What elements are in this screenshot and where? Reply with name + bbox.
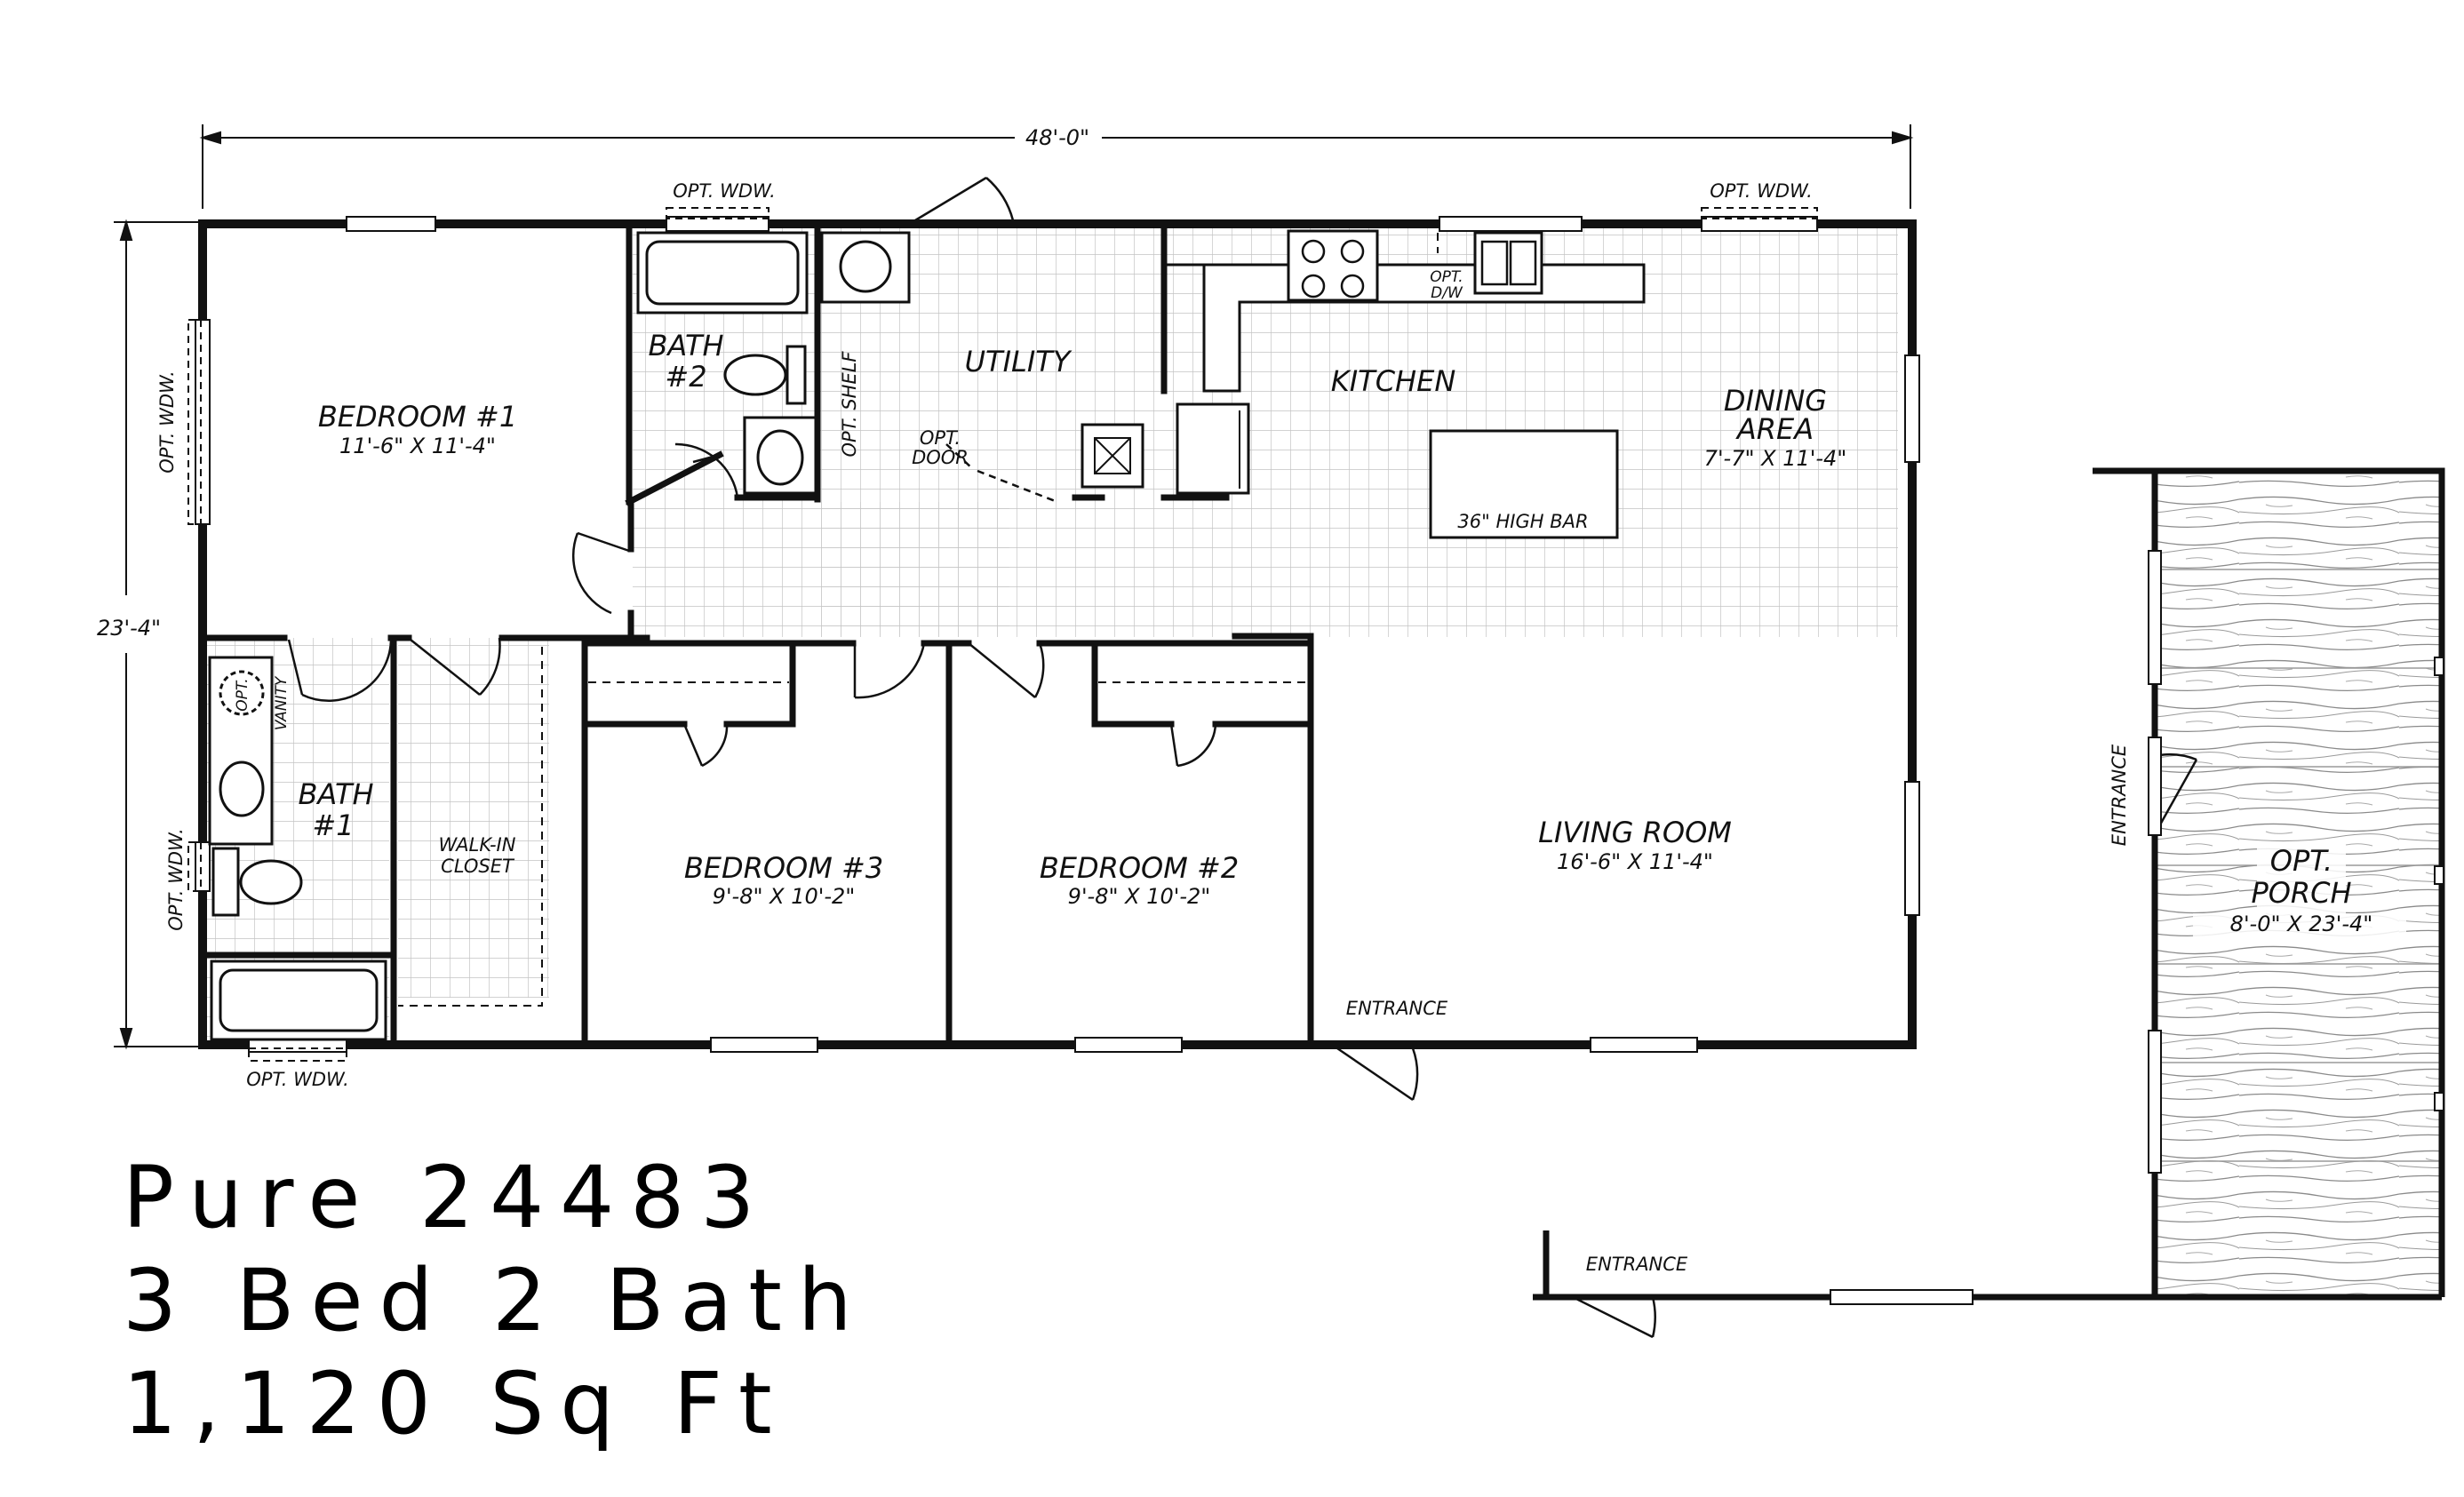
opt-dw-label-2: D/W xyxy=(1431,284,1463,302)
opt-dw-label-1: OPT. xyxy=(1430,268,1463,286)
high-bar-label: 36" HIGH BAR xyxy=(1457,511,1588,532)
windows xyxy=(195,216,1920,1053)
closet-name2: CLOSET xyxy=(441,856,515,877)
bath1-num: #1 xyxy=(312,808,354,842)
opt-wdw-label-left1: OPT. WDW. xyxy=(156,370,178,474)
porch-label: OPT. PORCH 8'-0" X 23'-4" xyxy=(2193,842,2406,944)
dimension-lines xyxy=(114,124,1914,1050)
porch-name2: PORCH xyxy=(2251,876,2351,910)
entrance-label-porch: ENTRANCE xyxy=(2109,744,2130,846)
living-name: LIVING ROOM xyxy=(1538,816,1732,849)
model-name: Pure 24483 xyxy=(123,1148,771,1247)
bedroom3-dims: 9'-8" X 10'-2" xyxy=(713,884,856,909)
bedroom1-name: BEDROOM #1 xyxy=(318,400,517,434)
opt-wdw-label-top2: OPT. WDW. xyxy=(1710,180,1813,202)
dining-dims: 7'-7" X 11'-4" xyxy=(1704,446,1847,471)
kitchen-name: KITCHEN xyxy=(1331,364,1456,398)
doors xyxy=(287,176,2198,1339)
opt-shelf-label: OPT. SHELF xyxy=(839,351,860,458)
title-block: Pure 24483 3 Bed 2 Bath 1,120 Sq Ft xyxy=(123,1146,868,1455)
overall-width-label: 48'-0" xyxy=(1025,125,1089,150)
square-footage: 1,120 Sq Ft xyxy=(123,1354,788,1453)
dining-name: DINING xyxy=(1724,384,1827,418)
utility-name: UTILITY xyxy=(965,345,1073,378)
interior-walls xyxy=(199,223,1314,1048)
opt-sink-label: OPT. xyxy=(234,678,251,711)
bedroom2-name: BEDROOM #2 xyxy=(1040,851,1239,885)
water-heater-icon xyxy=(1080,423,1144,489)
sink-icon xyxy=(1480,240,1537,286)
entrance-label-front: ENTRANCE xyxy=(1346,998,1448,1019)
dining-name2: AREA xyxy=(1735,412,1814,446)
plan-labels: 48'-0" 23'-4" OPT. WDW. OPT. WDW. OPT. W… xyxy=(97,125,2406,1275)
optional-windows xyxy=(187,207,1818,1062)
bath2-fixtures xyxy=(636,231,911,495)
exterior-walls xyxy=(198,219,1917,1049)
bedroom1-dims: 11'-6" X 11'-4" xyxy=(339,434,496,458)
bath1-name: BATH xyxy=(298,777,373,811)
bedroom2-dims: 9'-8" X 10'-2" xyxy=(1068,884,1211,909)
porch-name: OPT. xyxy=(2270,844,2332,878)
entrance-label-bottom: ENTRANCE xyxy=(1586,1254,1688,1275)
overall-depth-label: 23'-4" xyxy=(97,616,161,641)
bath2-name: BATH xyxy=(648,329,723,362)
range-icon xyxy=(1301,239,1365,299)
closet-shelves xyxy=(398,233,1439,1007)
opt-door-label-2: DOOR xyxy=(912,447,969,468)
closet-name: WALK-IN xyxy=(439,834,516,856)
opt-wdw-label-top1: OPT. WDW. xyxy=(673,180,776,202)
opt-wdw-label-bottom: OPT. WDW. xyxy=(246,1069,349,1090)
opt-wdw-label-left2: OPT. WDW. xyxy=(165,828,187,931)
vanity-label: VANITY xyxy=(273,675,291,730)
porch-railings xyxy=(1830,550,2444,1305)
bedroom3-name: BEDROOM #3 xyxy=(684,851,883,885)
beds-baths: 3 Bed 2 Bath xyxy=(123,1251,868,1350)
kitchen-counters xyxy=(1164,229,1646,539)
porch-dims: 8'-0" X 23'-4" xyxy=(2230,912,2373,936)
opt-door-label-1: OPT. xyxy=(920,427,961,449)
bath2-num: #2 xyxy=(665,360,706,394)
living-dims: 16'-6" X 11'-4" xyxy=(1557,849,1713,874)
bath1-fixtures xyxy=(208,656,387,1041)
